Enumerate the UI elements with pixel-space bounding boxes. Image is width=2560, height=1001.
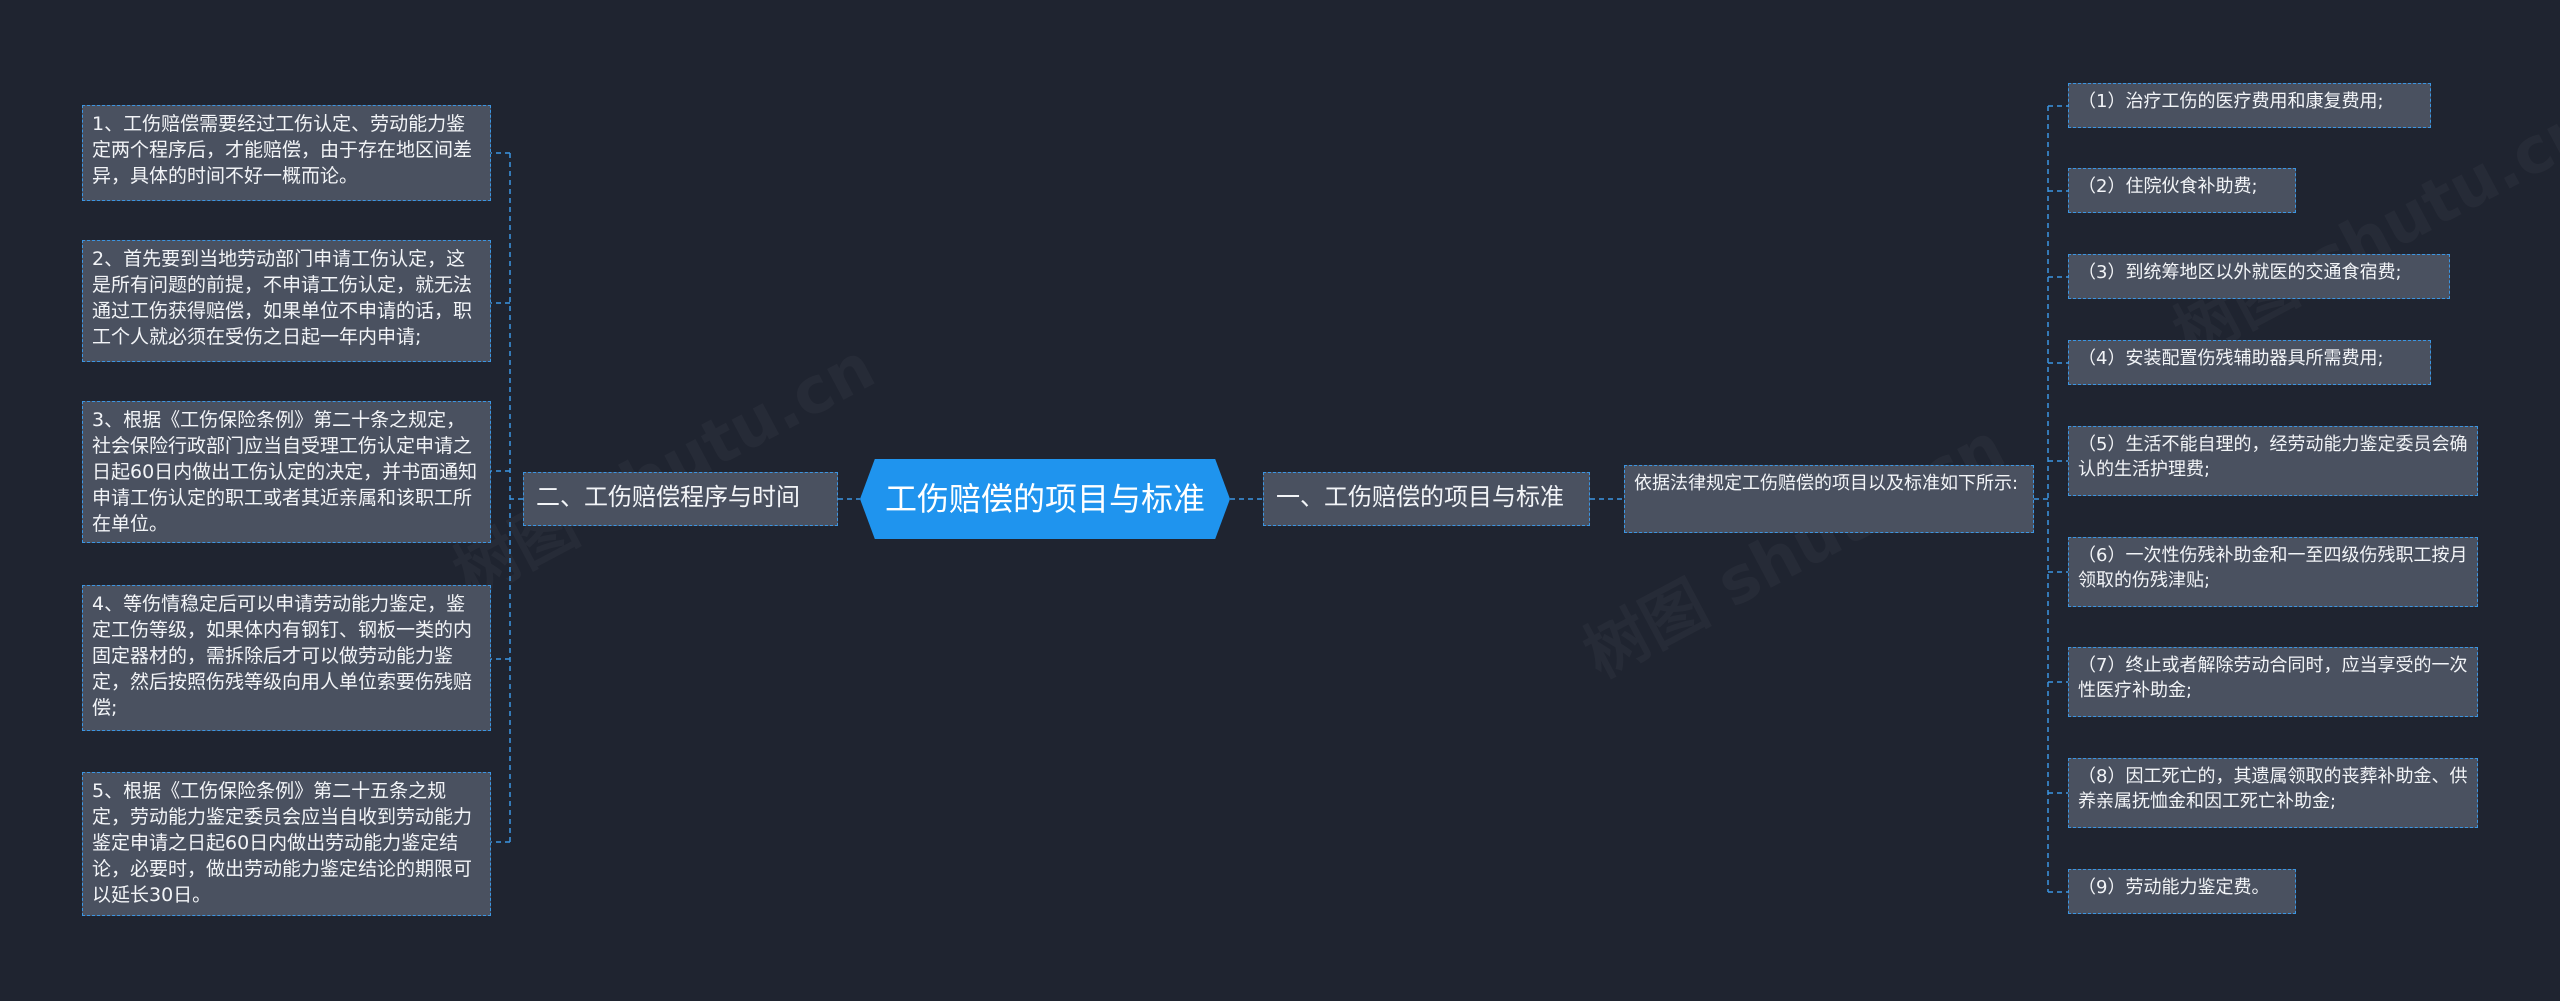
procedure-item-1[interactable]: 1、工伤赔偿需要经过工伤认定、劳动能力鉴定两个程序后，才能赔偿，由于存在地区间差… xyxy=(82,105,491,201)
root-node[interactable]: 工伤赔偿的项目与标准 xyxy=(860,459,1230,539)
list-item-3[interactable]: （3）到统筹地区以外就医的交通食宿费; xyxy=(2068,254,2450,299)
procedure-item-3[interactable]: 3、根据《工伤保险条例》第二十条之规定，社会保险行政部门应当自受理工伤认定申请之… xyxy=(82,401,491,543)
branch-items-standards[interactable]: 一、工伤赔偿的项目与标准 xyxy=(1263,472,1590,526)
procedure-item-2[interactable]: 2、首先要到当地劳动部门申请工伤认定，这是所有问题的前提，不申请工伤认定，就无法… xyxy=(82,240,491,362)
list-item-1[interactable]: （1）治疗工伤的医疗费用和康复费用; xyxy=(2068,83,2431,128)
list-item-8[interactable]: （8）因工死亡的，其遗属领取的丧葬补助金、供养亲属抚恤金和因工死亡补助金; xyxy=(2068,758,2478,828)
list-item-7[interactable]: （7）终止或者解除劳动合同时，应当享受的一次性医疗补助金; xyxy=(2068,647,2478,717)
list-item-5[interactable]: （5）生活不能自理的，经劳动能力鉴定委员会确认的生活护理费; xyxy=(2068,426,2478,496)
list-item-4[interactable]: （4）安装配置伤残辅助器具所需费用; xyxy=(2068,340,2431,385)
list-item-2[interactable]: （2）住院伙食补助费; xyxy=(2068,168,2296,213)
list-item-6[interactable]: （6）一次性伤残补助金和一至四级伤残职工按月领取的伤残津贴; xyxy=(2068,537,2478,607)
procedure-item-5[interactable]: 5、根据《工伤保险条例》第二十五条之规定，劳动能力鉴定委员会应当自收到劳动能力鉴… xyxy=(82,772,491,916)
procedure-item-4[interactable]: 4、等伤情稳定后可以申请劳动能力鉴定，鉴定工伤等级，如果体内有钢钉、钢板一类的内… xyxy=(82,585,491,731)
watermark: 树图 shutu.cn xyxy=(436,317,888,616)
watermark: 树图 shutu.cn xyxy=(1566,397,2018,696)
branch-procedure-time[interactable]: 二、工伤赔偿程序与时间 xyxy=(523,472,838,526)
list-item-9[interactable]: （9）劳动能力鉴定费。 xyxy=(2068,869,2296,914)
intro-node[interactable]: 依据法律规定工伤赔偿的项目以及标准如下所示: xyxy=(1624,465,2034,533)
